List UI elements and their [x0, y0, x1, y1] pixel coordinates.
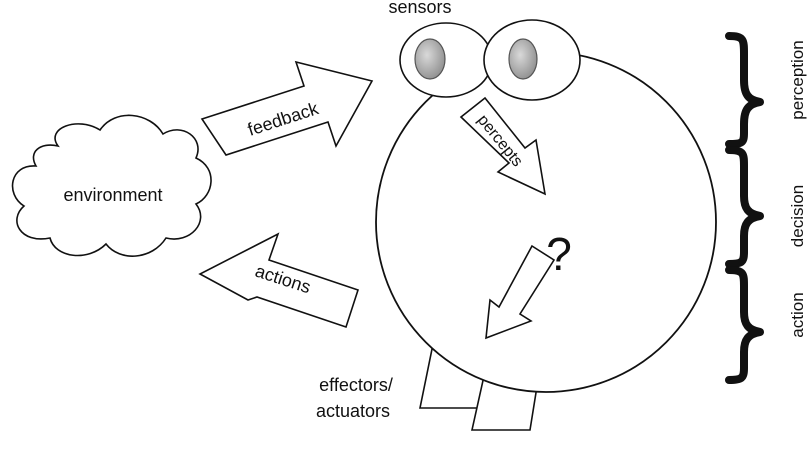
environment-label: environment — [63, 185, 162, 205]
decision-question-mark: ? — [546, 228, 572, 280]
phase-label-decision: decision — [788, 185, 807, 247]
phase-label-action: action — [788, 292, 807, 337]
phase-braces — [725, 32, 764, 384]
actions-arrow: actions — [198, 232, 360, 329]
effectors-label-line2: actuators — [316, 401, 390, 421]
sensors-label: sensors — [388, 0, 451, 17]
phase-label-perception: perception — [788, 40, 807, 119]
left-pupil — [414, 38, 446, 80]
feedback-arrow: feedback — [200, 60, 374, 156]
decision-brace — [725, 146, 764, 268]
action-arrow — [485, 244, 556, 340]
agent-body — [375, 51, 717, 393]
sensors — [399, 19, 581, 101]
environment-cloud: environment — [11, 114, 212, 257]
action-brace — [725, 266, 764, 384]
effectors-label-line1: effectors/ — [319, 375, 393, 395]
perception-brace — [725, 32, 764, 148]
left-eye — [399, 22, 493, 98]
right-pupil — [508, 38, 538, 80]
